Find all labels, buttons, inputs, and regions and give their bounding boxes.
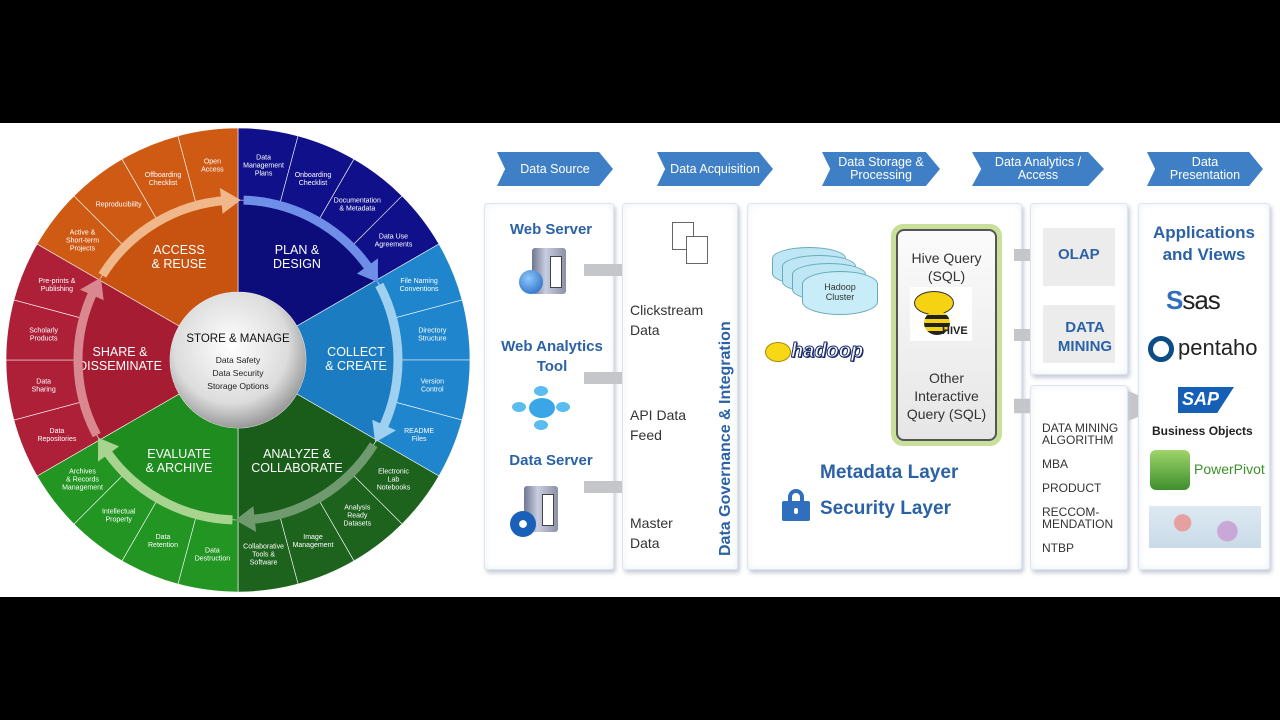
cycle-arrowhead: [79, 277, 104, 301]
data-mining-box: [1043, 305, 1115, 363]
sector-label: EVALUATE& ARCHIVE: [146, 447, 213, 475]
hive-query-box: Hive Query (SQL) HIVE Other Interactive …: [891, 224, 1002, 446]
outer-segment-label: Documentation& Metadata: [334, 197, 381, 212]
other-query-label: Other Interactive Query (SQL): [906, 370, 987, 422]
sector-label: SHARE &DISSEMINATE: [78, 345, 162, 373]
data-server-icon: [524, 486, 558, 532]
olap-box: [1043, 228, 1115, 286]
list-item: DATA MINING ALGORITHM: [1042, 421, 1119, 447]
api-data-feed-label: API Data Feed: [630, 407, 687, 443]
sector-label: ACCESS& REUSE: [152, 243, 207, 271]
analytics-bottom-panel: [1030, 385, 1128, 570]
sas-logo: Ssas: [1166, 285, 1221, 315]
sector-label: ANALYZE &COLLABORATE: [251, 447, 342, 475]
metadata-layer-label: Metadata Layer: [820, 462, 959, 483]
database-icon: [510, 511, 536, 537]
sector-label: PLAN &DESIGN: [273, 243, 321, 271]
data-governance-label: Data Governance & Integration: [717, 321, 734, 556]
security-layer-label: Security Layer: [820, 498, 951, 519]
hadoop-logo: hadoop: [765, 340, 887, 364]
cycle-arrow: [243, 195, 375, 274]
cycle-arrow: [98, 195, 228, 278]
cycle-arrowhead: [98, 437, 120, 462]
cycle-arrowhead: [356, 258, 378, 283]
header-data-analytics: Data Analytics / Access: [972, 152, 1104, 186]
documents-icon: [672, 222, 712, 268]
powerpivot-logo: PowerPivot: [1150, 450, 1268, 490]
web-server-label: Web Server: [509, 221, 593, 238]
hub-item: Storage Options: [207, 381, 268, 391]
sector-label: COLLECT& CREATE: [325, 345, 387, 373]
list-item: NTBP: [1042, 541, 1075, 555]
us-map-thumbnail: [1149, 506, 1261, 548]
cycle-arrowhead: [372, 419, 397, 443]
cycle-arrowhead: [219, 187, 241, 214]
hub-title: STORE & MANAGE: [186, 333, 290, 345]
analytics-list: DATA MINING ALGORITHM MBA PRODUCT RECCOM…: [1042, 422, 1128, 554]
hub-item: Data Security: [212, 368, 264, 378]
web-analytics-label: Web Analytics Tool: [501, 338, 603, 375]
data-mining-label: DATA MINING: [1057, 319, 1113, 355]
list-item: MBA: [1042, 457, 1069, 471]
data-acquisition-panel: [622, 203, 738, 570]
header-data-storage: Data Storage & Processing: [822, 152, 940, 186]
cycle-arrowhead: [235, 506, 257, 533]
hadoop-cluster-icon: Hadoop Cluster: [772, 247, 878, 319]
header-data-presentation: Data Presentation: [1147, 152, 1263, 186]
hub-item: Data Safety: [216, 355, 261, 365]
clickstream-data-label: Clickstream Data: [630, 302, 704, 338]
cycle-arrow: [73, 287, 101, 438]
outer-segment-label: Pre-prints &Publishing: [38, 278, 75, 293]
lock-icon: [782, 489, 810, 521]
hive-query-label: Hive Query (SQL): [911, 250, 982, 284]
applications-views-label: Applications and Views: [1152, 223, 1255, 264]
cycle-arrow: [375, 282, 403, 433]
master-data-label: Master Data: [630, 515, 673, 551]
cycle-arrow: [101, 446, 233, 525]
analytics-cloud-icon: [512, 386, 570, 430]
cycle-arrow: [248, 442, 378, 525]
list-item: PRODUCT: [1042, 481, 1102, 495]
data-server-label: Data Server: [509, 452, 593, 469]
outer-segment-label: Reproducibility: [96, 201, 142, 208]
header-data-source: Data Source: [497, 152, 613, 186]
globe-icon: [519, 270, 543, 294]
store-manage-hub: [170, 292, 306, 428]
web-server-icon: [532, 248, 566, 294]
header-data-acquisition: Data Acquisition: [657, 152, 773, 186]
business-objects-logo: Business Objects: [1152, 424, 1253, 438]
pentaho-logo: pentaho: [1148, 335, 1268, 363]
list-item: RECCOM-MENDATION: [1042, 505, 1114, 531]
hive-logo: HIVE: [910, 287, 972, 341]
olap-label: OLAP: [1058, 246, 1100, 263]
